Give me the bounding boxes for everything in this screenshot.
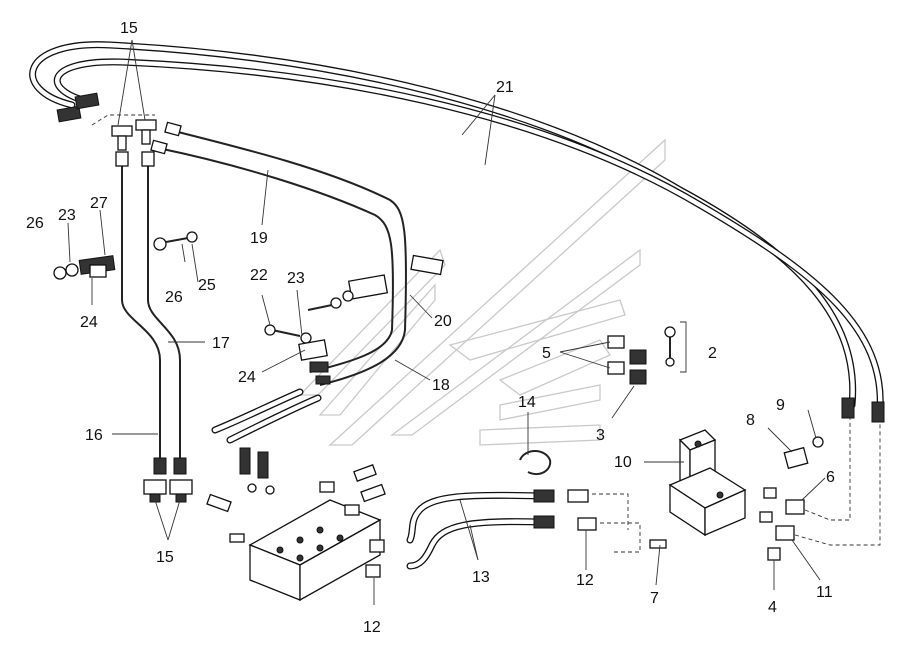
- fittings-12-mid: [567, 489, 597, 531]
- label-18: 18: [432, 377, 450, 394]
- pipe-19: [150, 121, 408, 386]
- dashed-connections: [592, 418, 881, 553]
- label-24-left: 24: [80, 314, 98, 331]
- label-17: 17: [212, 335, 230, 352]
- label-5: 5: [542, 345, 551, 362]
- label-27: 27: [90, 195, 108, 212]
- fittings-5-3-2: [607, 321, 687, 385]
- label-25: 25: [198, 277, 216, 294]
- label-12-mid: 12: [576, 572, 594, 589]
- label-16: 16: [85, 427, 103, 444]
- label-3: 3: [596, 427, 605, 444]
- label-13: 13: [472, 569, 490, 586]
- clamp-assembly-left: [53, 255, 116, 280]
- label-26-left: 26: [26, 215, 44, 232]
- label-4: 4: [768, 599, 777, 616]
- label-14: 14: [518, 394, 536, 411]
- label-8: 8: [746, 412, 755, 429]
- label-22: 22: [250, 267, 268, 284]
- label-15-top: 15: [120, 20, 138, 37]
- label-20: 20: [434, 313, 452, 330]
- label-19: 19: [250, 230, 268, 247]
- label-2: 2: [708, 345, 717, 362]
- label-9: 9: [776, 397, 785, 414]
- label-15-bottom: 15: [156, 549, 174, 566]
- label-7: 7: [650, 590, 659, 607]
- part-labels: 15 21 27 23 26 24 19 26 25 22 23 20 24 1…: [26, 20, 835, 636]
- clamp-assembly-mid: [264, 254, 444, 385]
- hoses-13: [406, 489, 555, 570]
- label-23-mid: 23: [287, 270, 305, 287]
- snap-ring-14: [519, 450, 552, 476]
- bolt-25: [153, 231, 198, 251]
- valve-10-assembly: [649, 429, 824, 561]
- braided-hoses: [211, 388, 322, 495]
- label-10: 10: [614, 454, 632, 471]
- label-26-mid: 26: [165, 289, 183, 306]
- valve-block: [206, 464, 386, 602]
- fittings-15-top: [91, 114, 157, 151]
- hose-21: [29, 41, 885, 423]
- fittings-15-bottom: [143, 479, 193, 503]
- pipes-16-17: [115, 151, 187, 475]
- label-11: 11: [816, 584, 833, 601]
- label-23-left: 23: [58, 207, 76, 224]
- label-12-bottom: 12: [363, 619, 381, 636]
- leader-lines: [67, 39, 826, 605]
- label-6: 6: [826, 469, 835, 486]
- label-24-mid: 24: [238, 369, 256, 386]
- label-21: 21: [496, 79, 514, 96]
